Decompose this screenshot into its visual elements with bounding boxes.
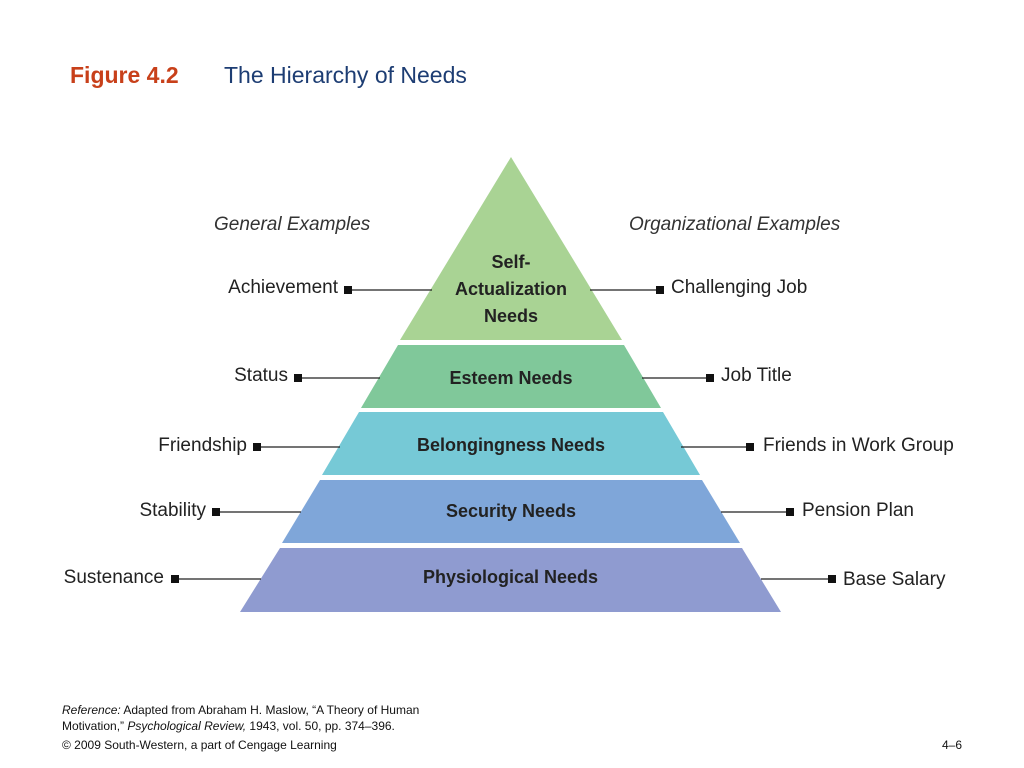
figure-number: Figure 4.2 [70,62,179,88]
level-label-security: Security Needs [445,501,577,521]
figure-title: The Hierarchy of Needs [224,62,467,88]
general-example-status: Status [234,365,288,386]
tier-self-actualization [400,157,622,340]
bullet-right-challenging-job [656,286,664,294]
tier-security [282,480,740,543]
reference-label: Reference: [62,703,121,717]
bullet-right-base-salary [828,575,836,583]
tier-belongingness [322,412,700,475]
level-label-line: Needs [483,306,539,326]
org-example-job-title: Job Title [721,365,792,386]
tier-physiological [240,548,781,612]
bullet-left-achievement [344,286,352,294]
bullet-right-friends-work-group [746,443,754,451]
reference-text-1: Adapted from Abraham H. Maslow, “A Theor… [120,703,420,717]
bullet-right-job-title [706,374,714,382]
bullet-left-stability [212,508,220,516]
general-example-sustenance: Sustenance [63,567,164,588]
reference-text-3: 1943, vol. 50, pp. 374–396. [246,719,395,733]
organizational-examples-heading: Organizational Examples [629,214,841,235]
reference-journal: Psychological Review, [127,719,247,733]
bullet-left-sustenance [171,575,179,583]
org-example-pension-plan: Pension Plan [802,500,914,521]
org-example-friends-work-group: Friends in Work Group [763,435,954,456]
general-example-stability: Stability [139,500,206,521]
bullet-left-status [294,374,302,382]
bullet-right-pension-plan [786,508,794,516]
level-label-self-actualization: Self- Actualization Needs [431,249,591,330]
copyright: © 2009 South-Western, a part of Cengage … [62,738,337,752]
level-label-line: Self- [491,252,531,272]
level-label-physiological: Physiological Needs [422,567,599,587]
general-examples-heading: General Examples [214,214,371,235]
level-label-esteem: Esteem Needs [449,368,573,388]
reference-note: Reference: Adapted from Abraham H. Maslo… [62,702,419,734]
general-example-achievement: Achievement [228,277,338,298]
page-number: 4–6 [941,738,962,752]
level-label-line: Actualization [454,279,567,299]
reference-text-2: Motivation,” [62,719,128,733]
tier-esteem [361,345,661,408]
org-example-challenging-job: Challenging Job [671,277,808,298]
org-example-base-salary: Base Salary [843,569,946,590]
level-label-belongingness: Belongingness Needs [416,435,606,455]
bullet-left-friendship [253,443,261,451]
general-example-friendship: Friendship [158,435,247,456]
